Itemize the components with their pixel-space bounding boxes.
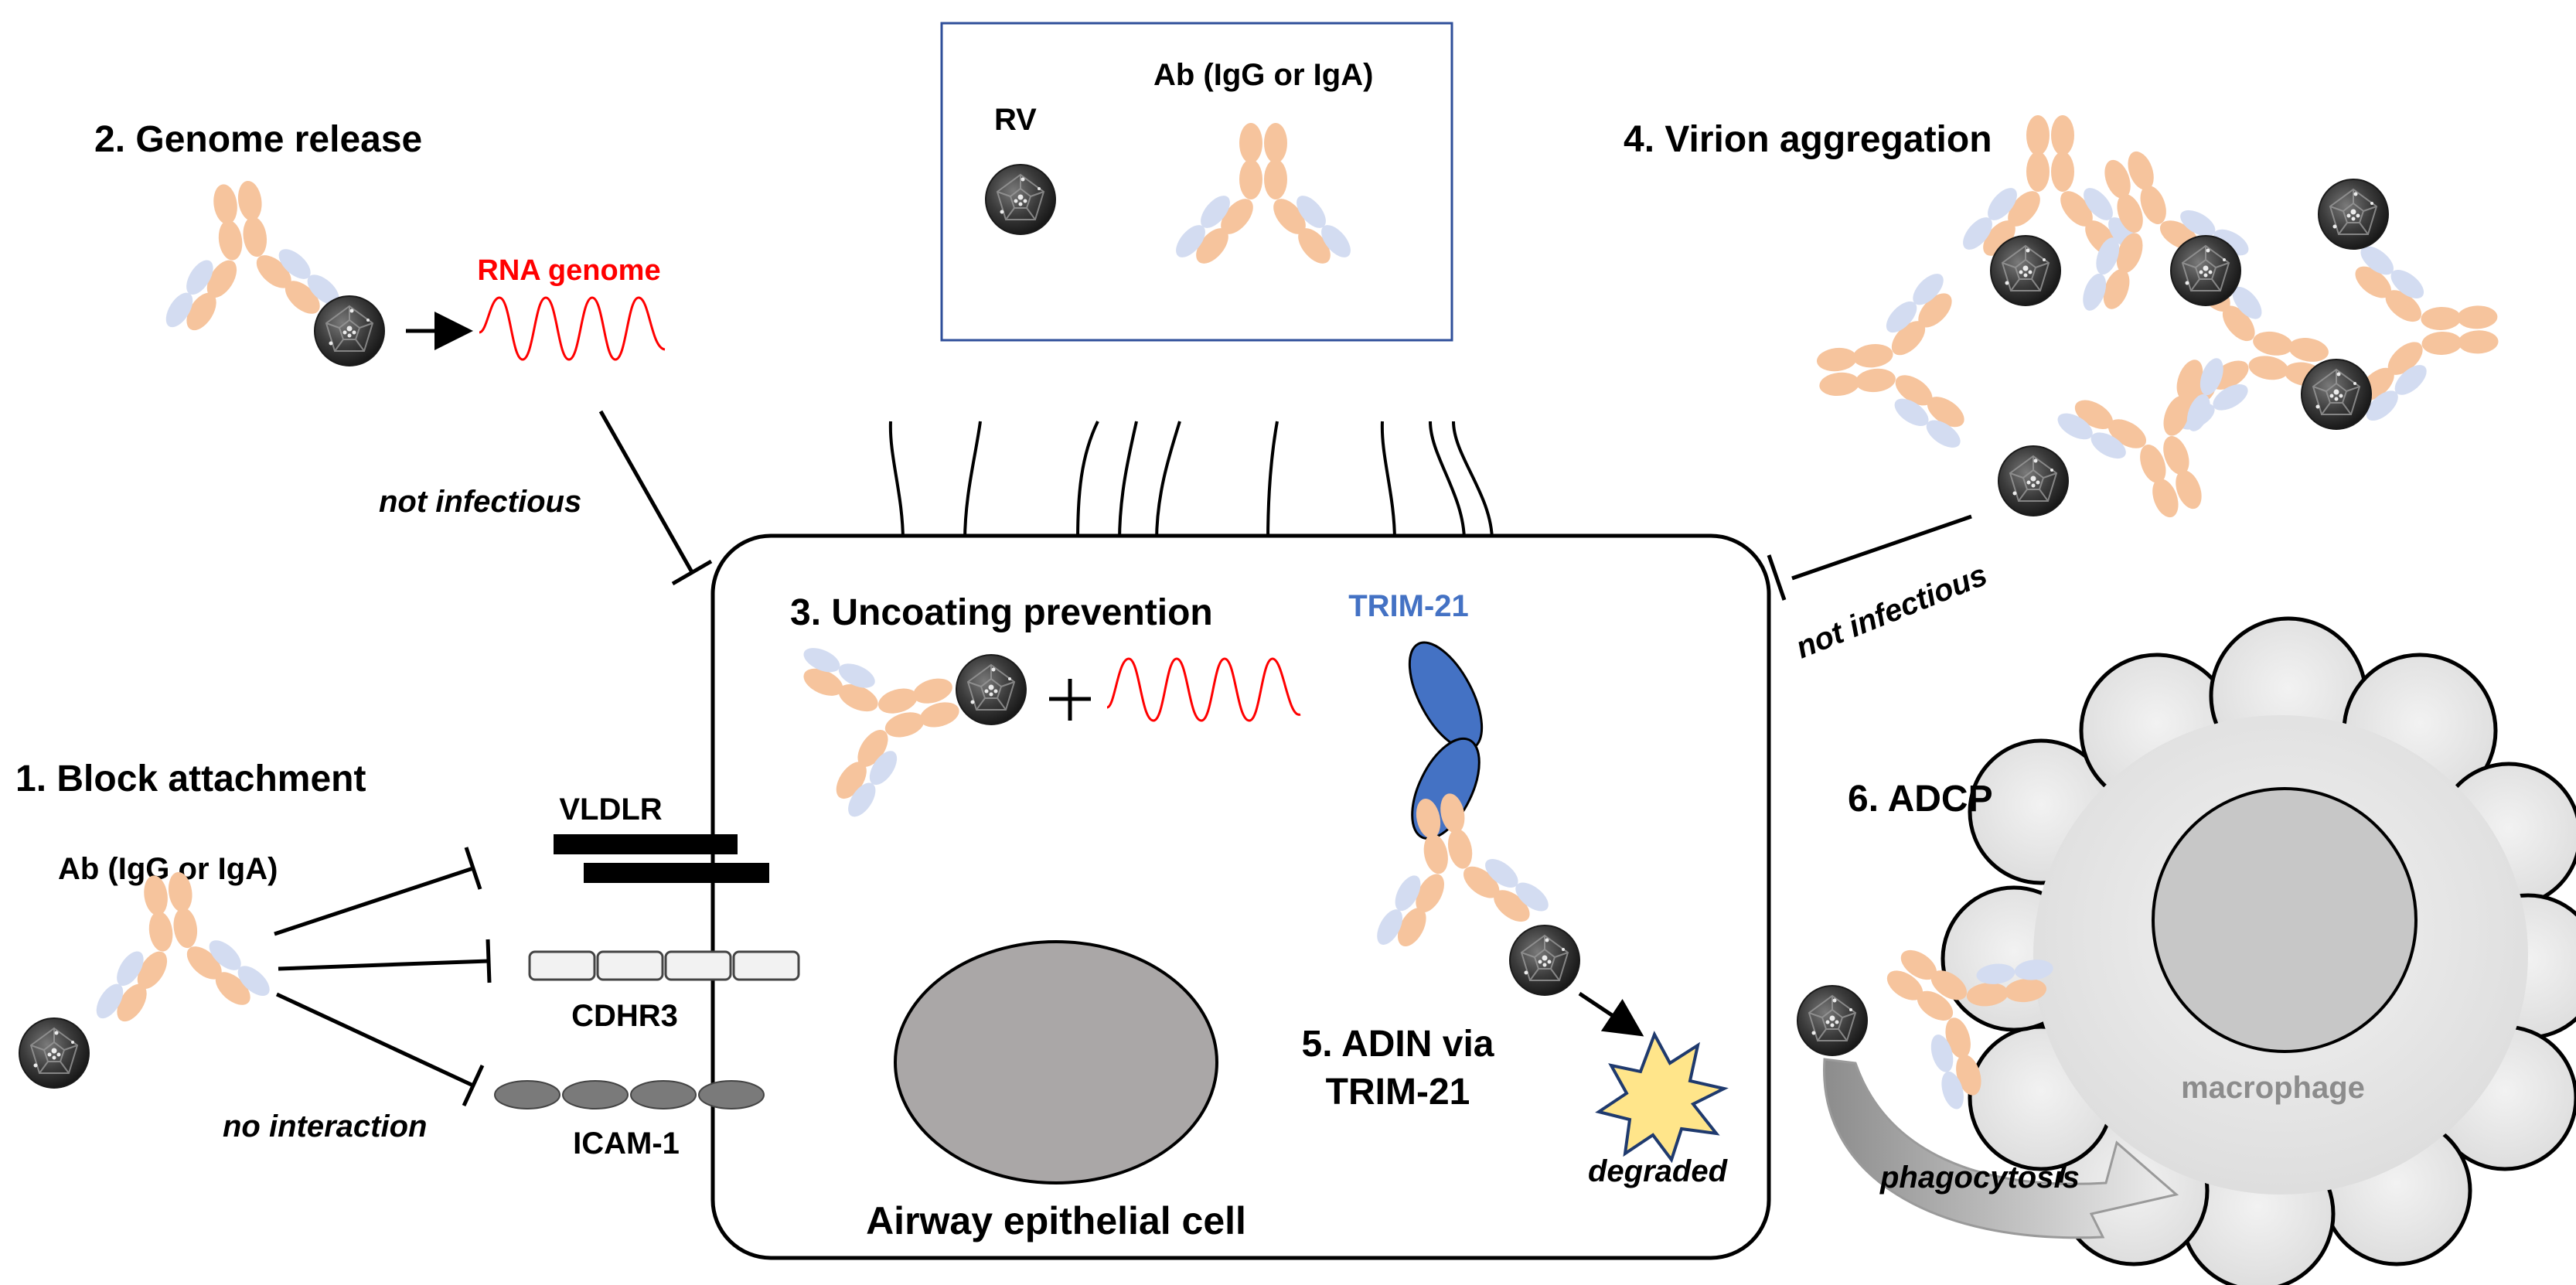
- phagocytosis-arrow: [1823, 1058, 2179, 1239]
- cdhr3-receptor: [528, 950, 800, 981]
- degradation-arrow: [1578, 991, 1644, 1037]
- uncoating-rna-wave: [1106, 657, 1301, 722]
- uncoating-virion-icon: [956, 654, 1027, 725]
- phagocytosis-note: phagocytosis: [1879, 1161, 2080, 1195]
- cell-nucleus: [894, 940, 1218, 1184]
- inhibition-lines: [274, 847, 492, 1107]
- block-attachment-antibody-icon: [73, 861, 278, 1032]
- cdhr3-label: CDHR3: [571, 999, 678, 1033]
- legend-rv-label: RV: [994, 103, 1037, 137]
- legend-box: [940, 22, 1453, 342]
- icam1-label: ICAM-1: [573, 1127, 680, 1161]
- legend-rhinovirus-icon: [985, 164, 1056, 235]
- airway-epithelial-cell: [710, 533, 1771, 1260]
- genome-release-title: 2. Genome release: [94, 119, 422, 160]
- degradation-burst: [1595, 1031, 1729, 1164]
- cell-label: Airway epithelial cell: [866, 1199, 1246, 1242]
- genome-release-virion-icon: [314, 295, 385, 366]
- virion-aggregation-note: not infectious: [1791, 557, 1992, 665]
- icam1-receptor: [494, 1080, 765, 1109]
- virion-aggregation-title: 4. Virion aggregation: [1624, 119, 1992, 160]
- genome-release-note: not infectious: [379, 485, 581, 519]
- legend-antibody-icon: [1170, 123, 1357, 270]
- adin-title-line2: TRIM-21: [1326, 1072, 1470, 1113]
- no-interaction-note: no interaction: [223, 1109, 427, 1144]
- cilia: [888, 421, 1494, 542]
- genome-release-antibody-icon: [142, 169, 347, 341]
- vldlr-label: VLDLR: [559, 792, 662, 827]
- block-attachment-virion-icon: [19, 1017, 90, 1089]
- plus-sign: [1049, 679, 1091, 721]
- rna-genome-wave: [479, 296, 666, 361]
- rna-genome-label: RNA genome: [477, 254, 660, 287]
- macrophage-label: macrophage: [2181, 1071, 2365, 1105]
- trim21-label: TRIM-21: [1348, 589, 1469, 623]
- aggregation-antibodies: [1808, 115, 2502, 545]
- degraded-note: degraded: [1588, 1154, 1729, 1188]
- block-attachment-ab-label: Ab (IgG or IgA): [58, 852, 278, 886]
- adcp-virion-icon: [1797, 985, 1868, 1056]
- uncoating-prevention-title: 3. Uncoating prevention: [790, 592, 1213, 633]
- adcp-title: 6. ADCP: [1848, 779, 1993, 820]
- legend-ab-label: Ab (IgG or IgA): [1153, 58, 1373, 92]
- adin-title-line1: 5. ADIN via: [1302, 1024, 1494, 1065]
- block-attachment-title: 1. Block attachment: [15, 758, 366, 799]
- macrophage-nucleus: [2152, 787, 2418, 1053]
- adin-virion-icon: [1509, 925, 1580, 996]
- vldlr-receptor: [554, 834, 738, 854]
